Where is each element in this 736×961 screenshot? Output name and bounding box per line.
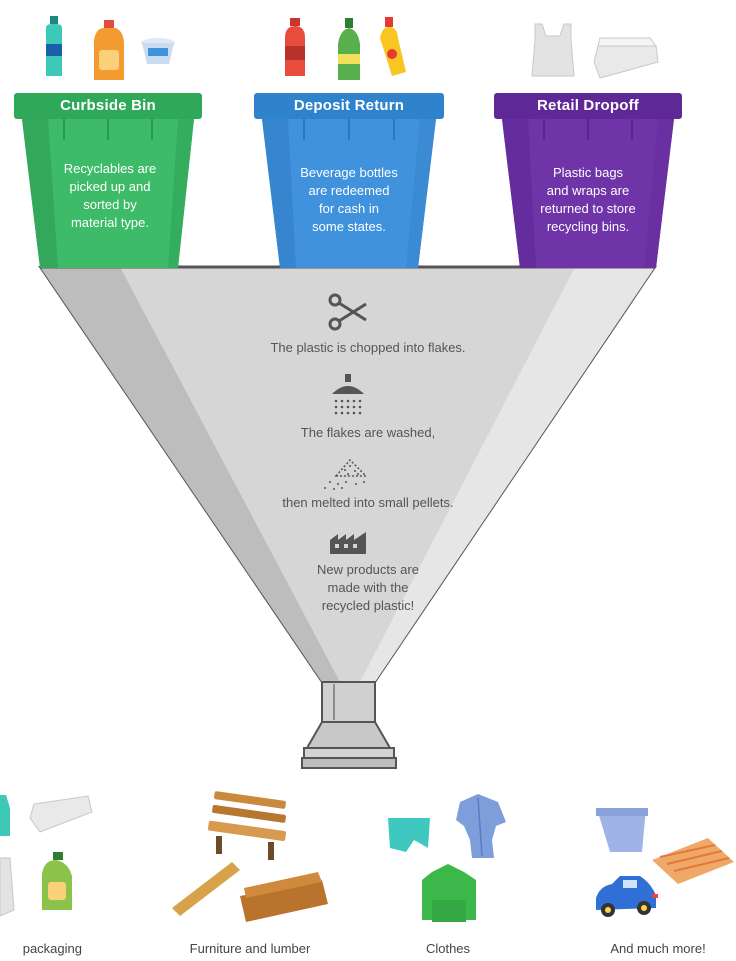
bin-description-line: for cash in xyxy=(319,201,379,216)
water-bottle-icon xyxy=(46,16,62,76)
bin-description-retail: Plastic bags and wraps are returned to s… xyxy=(516,164,660,236)
sweater-icon xyxy=(422,864,476,922)
step-text-line: recycled plastic! xyxy=(321,598,415,613)
funnel-nozzle xyxy=(301,681,397,769)
bin-description-line: picked up and xyxy=(69,179,151,194)
bench-icon xyxy=(207,791,287,860)
factory-icon xyxy=(330,532,366,554)
bin-description-line: Plastic bags xyxy=(552,165,624,180)
bin-description-line: Recyclables are xyxy=(63,161,157,176)
bin-title-deposit: Deposit Return xyxy=(293,97,405,114)
output-label-more: And much more! xyxy=(610,941,706,956)
foam-container-icon xyxy=(593,37,659,79)
scissors-icon xyxy=(328,293,367,331)
bin-retail xyxy=(494,93,682,268)
bin-title-retail: Retail Dropoff xyxy=(537,97,639,114)
step-text-line: made with the xyxy=(327,580,409,595)
bin-description-curbside: Recyclables are picked up and sorted by … xyxy=(40,160,180,232)
bin-description-line: Beverage bottles xyxy=(300,165,398,180)
packaging-items-icon xyxy=(0,795,93,917)
lumber-icon xyxy=(172,862,328,922)
step-chop-text: The plastic is chopped into flakes. xyxy=(270,340,466,355)
step-text-line: New products are xyxy=(317,562,419,577)
bin-curbside xyxy=(14,93,202,268)
bin-description-line: some states. xyxy=(312,219,386,234)
shirt-icon xyxy=(456,794,506,858)
detergent-bottle-icon xyxy=(94,20,124,80)
bin-description-line: returned to store xyxy=(540,201,636,216)
pellets-icon xyxy=(324,458,368,490)
step-melt-text: then melted into small pellets. xyxy=(282,495,454,510)
output-label-furniture: Furniture and lumber xyxy=(189,941,311,956)
shorts-icon xyxy=(388,818,430,852)
soda-bottle-green-icon xyxy=(338,18,360,80)
bin-title-curbside: Curbside Bin xyxy=(60,97,156,114)
bin-description-line: and wraps are xyxy=(546,183,630,198)
mat-icon xyxy=(652,838,734,884)
planter-icon xyxy=(596,808,648,852)
bin-description-line: recycling bins. xyxy=(546,219,630,234)
bin-description-deposit: Beverage bottles are redeemed for cash i… xyxy=(276,164,422,236)
shower-icon xyxy=(332,374,364,415)
toy-car-icon xyxy=(596,876,658,917)
step-new-products-text: New products are made with the recycled … xyxy=(200,561,536,615)
plastic-bag-icon xyxy=(531,23,575,77)
bin-description-line: sorted by xyxy=(83,197,137,212)
step-wash-text: The flakes are washed, xyxy=(300,425,436,440)
output-label-clothes: Clothes xyxy=(425,941,471,956)
output-label-packaging: packaging xyxy=(22,941,82,956)
soda-bottle-red-icon xyxy=(285,18,305,76)
bin-description-line: are redeemed xyxy=(308,183,390,198)
soda-bottle-yellow-icon xyxy=(380,17,406,76)
yogurt-cup-icon xyxy=(141,38,175,64)
bin-description-line: material type. xyxy=(70,215,150,230)
bin-deposit xyxy=(254,93,444,268)
